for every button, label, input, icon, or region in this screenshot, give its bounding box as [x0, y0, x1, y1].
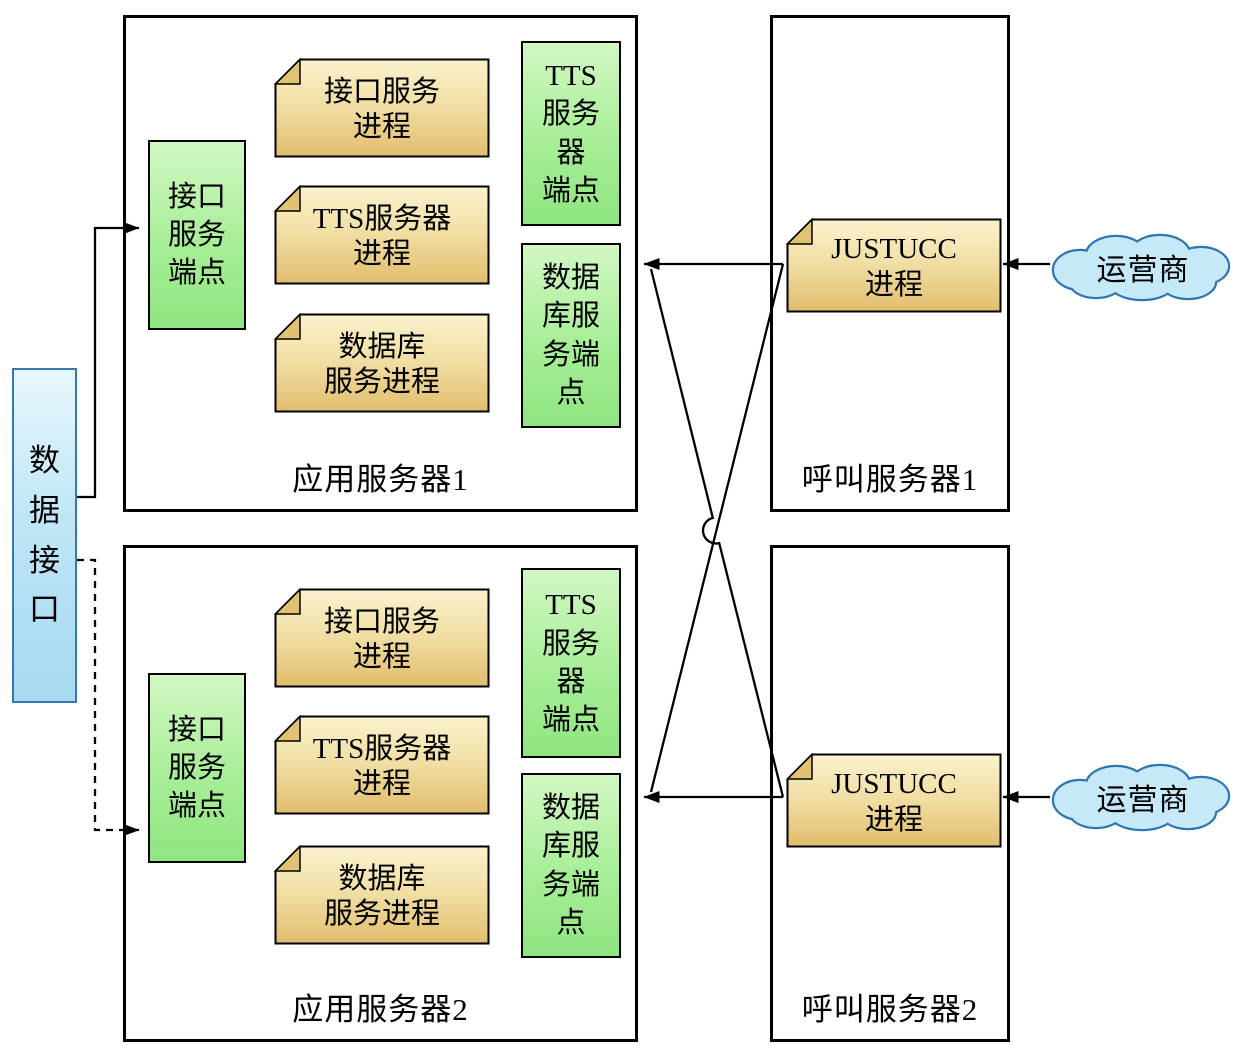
endpoint-label-line: 端点: [541, 174, 600, 207]
call-server-1-box: JUSTUCC 进程 呼叫服务器1: [770, 15, 1010, 512]
process-label-line: TTS服务器: [312, 732, 452, 765]
call-server-2-title: 呼叫服务器2: [801, 992, 979, 1027]
line-justucc2-to-app1: [649, 268, 785, 798]
process-card-shape: [274, 58, 490, 158]
endpoint-label-line: 器: [556, 136, 586, 169]
folded-corner: [274, 58, 301, 85]
app2-interface-process-card: 接口服务 进程: [274, 588, 490, 688]
app-server-1-title: 应用服务器1: [292, 462, 469, 497]
call-server-2-box: JUSTUCC 进程 呼叫服务器2: [770, 545, 1010, 1042]
endpoint-label-line: 接口: [167, 713, 226, 746]
app1-db-endpoint: 数据 库服 务端 点: [521, 243, 621, 428]
cloud-shape: [1051, 763, 1231, 832]
app-server-2-box: 接口 服务 端点 接口服务 进程 TTS服务器 进程: [123, 545, 638, 1042]
process-card-shape: [274, 715, 490, 815]
endpoint-label-line: 点: [556, 906, 586, 939]
data-interface-char: 口: [29, 592, 60, 628]
app2-db-endpoint: 数据 库服 务端 点: [521, 773, 621, 958]
app-server-2-title: 应用服务器2: [292, 992, 469, 1027]
process-label-line: 进程: [352, 768, 411, 800]
folded-corner: [786, 218, 813, 245]
app1-tts-process-card: TTS服务器 进程: [274, 185, 490, 285]
carrier-cloud-2-label: 运营商: [1096, 784, 1190, 817]
process-label-line: 服务进程: [323, 898, 440, 930]
app1-tts-endpoint: TTS 服务 器 端点: [521, 41, 621, 226]
process-label-line: 数据库: [338, 330, 426, 363]
app1-interface-process-card: 接口服务 进程: [274, 58, 490, 158]
cloud-shape: [1051, 233, 1231, 302]
folded-corner: [274, 588, 301, 615]
endpoint-label-line: 数据: [541, 791, 600, 824]
process-label-line: 数据库: [338, 862, 426, 895]
process-label-line: 进程: [352, 641, 411, 673]
folded-corner: [274, 845, 301, 872]
endpoint-label-line: 务端: [541, 868, 600, 901]
folded-corner: [274, 313, 301, 340]
call1-justucc-process-card: JUSTUCC 进程: [786, 218, 1002, 313]
endpoint-label-line: 服务: [541, 98, 600, 131]
endpoint-label-line: 务端: [541, 338, 600, 371]
process-label-line: 进程: [352, 238, 411, 270]
data-interface-char: 数: [29, 443, 60, 479]
app2-tts-process-card: TTS服务器 进程: [274, 715, 490, 815]
data-interface-char: 接: [29, 542, 60, 578]
app1-interface-endpoint: 接口 服务 端点: [148, 140, 246, 330]
app2-interface-endpoint: 接口 服务 端点: [148, 673, 246, 863]
process-label-line: 进程: [864, 268, 923, 301]
endpoint-label-line: 服务: [541, 627, 600, 660]
carrier-cloud-1-label: 运营商: [1096, 254, 1190, 287]
folded-corner: [786, 753, 813, 780]
endpoint-label-line: 库服: [541, 300, 600, 333]
process-card-shape: [274, 313, 490, 413]
process-label-line: JUSTUCC: [831, 768, 957, 801]
process-card-shape: [274, 588, 490, 688]
process-card-shape: [274, 845, 490, 945]
data-interface-box: 数 据 接 口: [12, 368, 77, 703]
endpoint-label-line: 数据: [541, 261, 600, 294]
data-interface-char: 据: [29, 492, 60, 528]
process-card-shape: [274, 185, 490, 285]
call-server-1-title: 呼叫服务器1: [801, 462, 979, 497]
process-label-line: JUSTUCC: [831, 233, 957, 266]
call2-justucc-process-card: JUSTUCC 进程: [786, 753, 1002, 848]
endpoint-label-line: 端点: [541, 704, 600, 737]
endpoint-label-line: 接口: [167, 180, 226, 213]
folded-corner: [274, 185, 301, 212]
process-label-line: 接口服务: [323, 605, 440, 638]
carrier-cloud-2: 运营商: [1038, 758, 1248, 836]
endpoint-label-line: 器: [556, 666, 586, 698]
process-label-line: 接口服务: [323, 75, 440, 108]
process-label-line: 进程: [864, 803, 923, 836]
app1-db-process-card: 数据库 服务进程: [274, 313, 490, 413]
process-label-line: 服务进程: [323, 366, 440, 398]
endpoint-label-line: 端点: [167, 257, 226, 290]
endpoint-label-line: TTS: [545, 589, 597, 622]
process-label-line: TTS服务器: [312, 202, 452, 235]
process-label-line: 进程: [352, 111, 411, 143]
folded-corner: [274, 715, 301, 742]
process-card-shape: [786, 753, 1002, 848]
endpoint-label-line: 点: [556, 376, 586, 409]
endpoint-label-line: 库服: [541, 830, 600, 863]
carrier-cloud-1: 运营商: [1038, 228, 1248, 306]
endpoint-label-line: 服务: [167, 751, 226, 784]
endpoint-label-line: 端点: [167, 790, 226, 823]
endpoint-label-line: TTS: [545, 59, 597, 92]
app2-tts-endpoint: TTS 服务 器 端点: [521, 568, 621, 758]
app2-db-process-card: 数据库 服务进程: [274, 845, 490, 945]
process-card-shape: [786, 218, 1002, 313]
app-server-1-box: 接口 服务 端点 接口服务 进程 TTS服务器 进程: [123, 15, 638, 512]
endpoint-label-line: 服务: [167, 218, 226, 251]
line-justucc1-to-app2: [649, 263, 785, 793]
